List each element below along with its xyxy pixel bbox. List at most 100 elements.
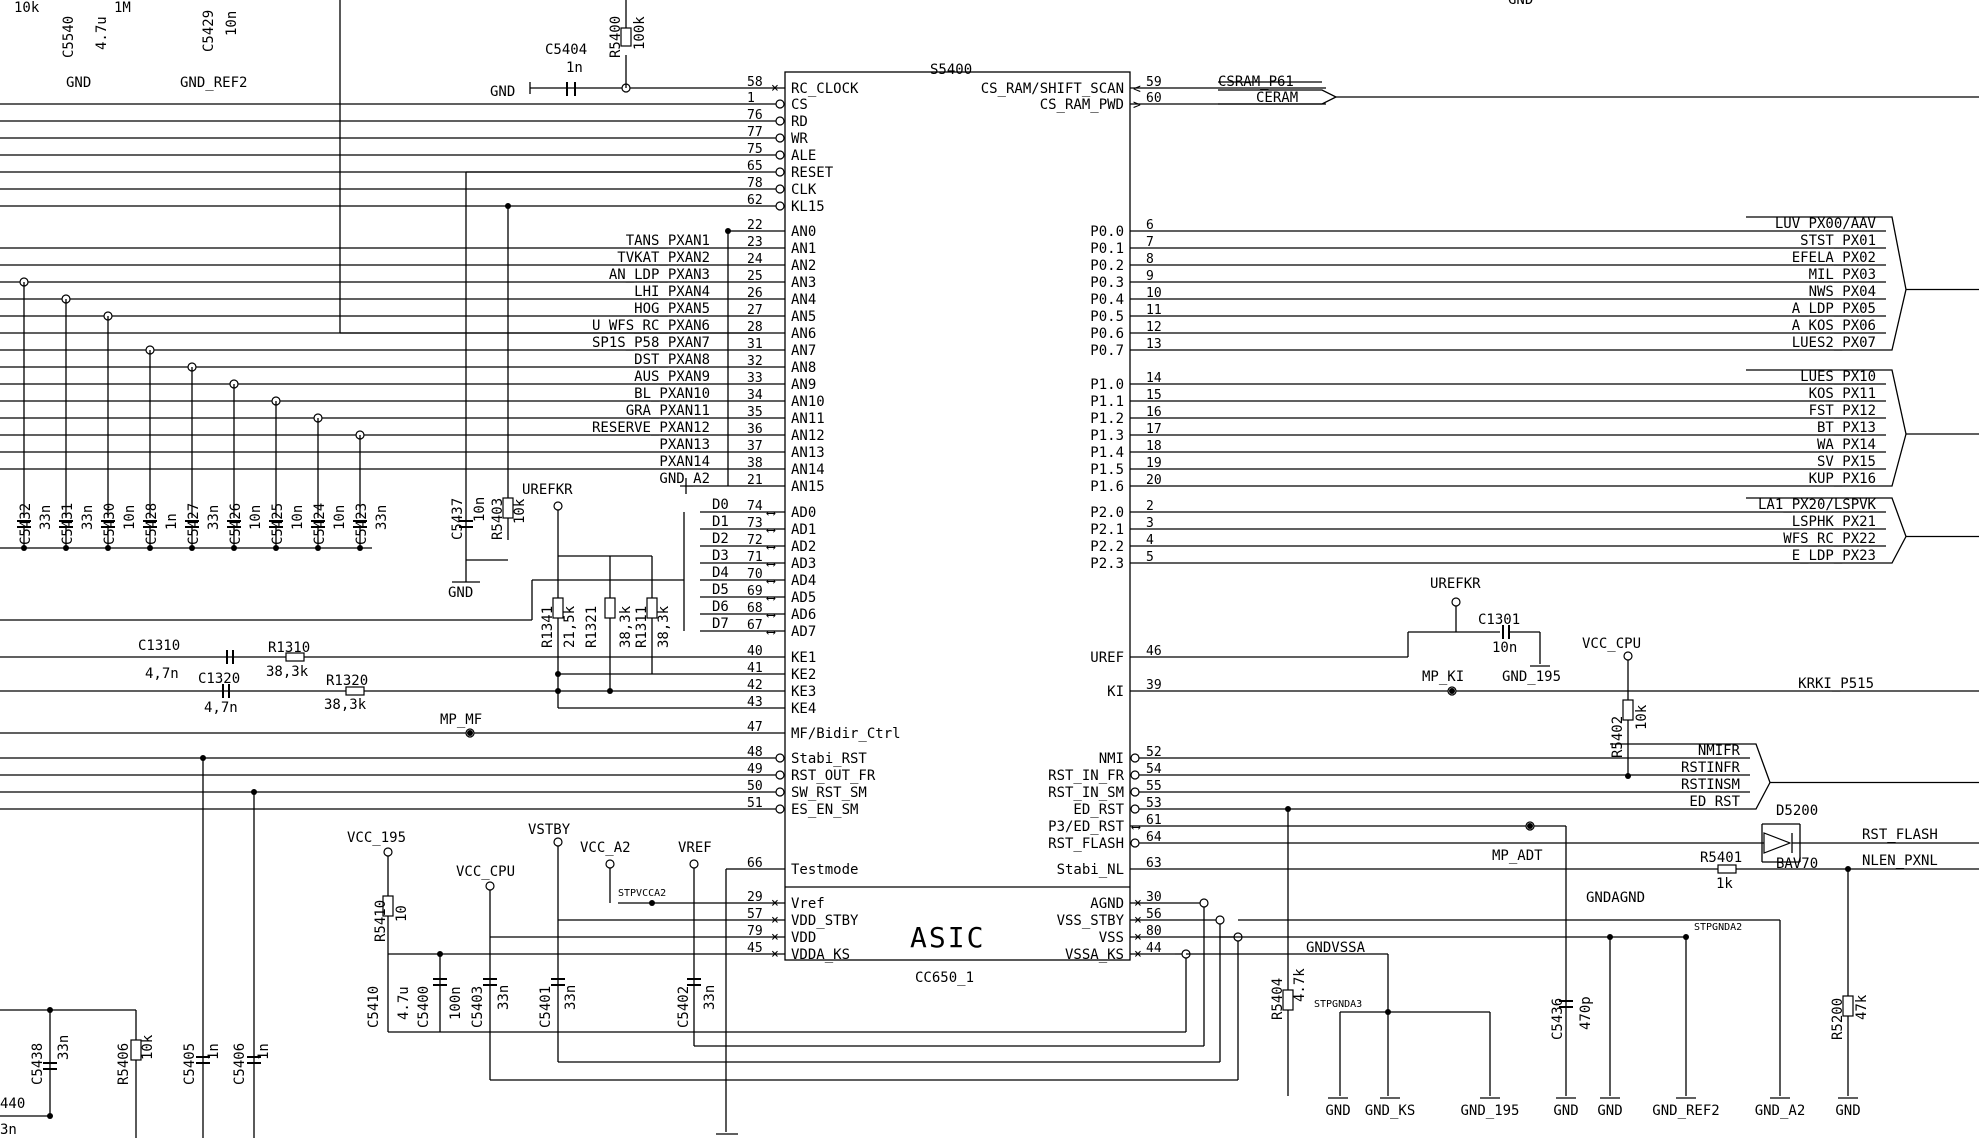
nc-mark: × <box>1134 896 1142 911</box>
kl15-dot <box>505 203 511 209</box>
left-pin-28: AN6 28 <box>740 320 816 342</box>
label-c5401: C5401 <box>538 986 554 1028</box>
ad-label: D4 <box>712 565 729 581</box>
label-r5200: R5200 <box>1830 998 1846 1040</box>
pin-name: RST_OUT_FR <box>791 768 876 784</box>
pin-number: 72 <box>747 533 763 548</box>
pin-name: AN5 <box>791 309 816 325</box>
arrow-mark: < <box>1133 82 1141 97</box>
c1301-plate <box>1508 625 1510 639</box>
pin-number: 40 <box>747 644 763 659</box>
pin-name: NMI <box>1099 751 1124 767</box>
cap-gnd-dot <box>63 545 69 551</box>
label-c5402: C5402 <box>676 986 692 1028</box>
pin-number: 65 <box>747 159 763 174</box>
pin-name: AN3 <box>791 275 816 291</box>
label-urefkr: UREFKR <box>522 482 573 498</box>
ad-label: D1 <box>712 514 729 530</box>
label-r1320: R1320 <box>326 673 368 689</box>
cap-plate <box>227 520 241 522</box>
pin-number: 54 <box>1146 762 1162 777</box>
supply-cap-plate <box>687 984 701 986</box>
pin-number: 2 <box>1146 499 1154 514</box>
label-top-1m: 1M <box>114 0 131 16</box>
vcc-cpu-term <box>485 881 495 891</box>
pin-number: 32 <box>747 354 763 369</box>
pin-name: AD7 <box>791 624 816 640</box>
cap-plate <box>17 520 31 522</box>
pin-name: AN12 <box>791 428 825 444</box>
cap-plate <box>269 526 283 528</box>
pin-name: AD1 <box>791 522 816 538</box>
pin-number: 33 <box>747 371 763 386</box>
label-c5400-v: 100n <box>448 986 464 1020</box>
pin-name: Vref <box>791 896 825 912</box>
cap-gnd-dot <box>231 545 237 551</box>
inv-bubble <box>775 804 785 814</box>
pin-number: 15 <box>1146 388 1162 403</box>
pin-name: P0.4 <box>1090 292 1124 308</box>
ground-label: GND_A2 <box>1755 1103 1806 1119</box>
pin-number: 74 <box>747 499 763 514</box>
mp-ki-dot <box>1449 688 1455 694</box>
c5437-plate <box>459 520 473 522</box>
pin-number: 24 <box>747 252 763 267</box>
cap-value: 1n <box>164 513 180 530</box>
vss-stby-ring <box>1215 915 1225 925</box>
pin-name: KL15 <box>791 199 825 215</box>
pin-number: 27 <box>747 303 763 318</box>
label-c5436: C5436 <box>1550 998 1566 1040</box>
pin-name: ES_EN_SM <box>791 802 858 818</box>
left-pin-27: AN5 27 <box>740 303 816 325</box>
r5404-body <box>1282 989 1294 1011</box>
pin-number: 59 <box>1146 75 1162 90</box>
label-r1320-v: 38,3k <box>324 697 367 713</box>
pin-name: RC_CLOCK <box>791 81 859 97</box>
c1320-plate <box>222 684 224 698</box>
pin-number: 26 <box>747 286 763 301</box>
net-csram: CSRAM_P61 <box>1218 74 1294 90</box>
label-c5410: C5410 <box>366 986 382 1028</box>
pin-name: KE3 <box>791 684 816 700</box>
label-vstby: VSTBY <box>528 822 571 838</box>
label-c5400: C5400 <box>416 986 432 1028</box>
pin-name: AN6 <box>791 326 816 342</box>
cap-plate <box>247 1062 261 1064</box>
cap-plate <box>227 526 241 528</box>
cap-ref: C5430 <box>102 503 118 545</box>
pin-number: 60 <box>1146 91 1162 106</box>
bidir-mark: ⟷ <box>766 574 776 589</box>
pin-name: AN4 <box>791 292 816 308</box>
pin-number: 63 <box>1146 856 1162 871</box>
vcc-a2-term <box>605 859 615 869</box>
pin-number: 12 <box>1146 320 1162 335</box>
bidir-mark: ⟷ <box>766 523 776 538</box>
p1-bus-label: WA_PX14 <box>1817 437 1876 453</box>
pin-name: Stabi_RST <box>791 751 867 767</box>
pin-name: CLK <box>791 182 817 198</box>
inv-bubble <box>775 787 785 797</box>
nc-mark: × <box>771 896 779 911</box>
cap-plate <box>185 526 199 528</box>
r1320-body <box>345 686 365 696</box>
pin-number: 55 <box>1146 779 1162 794</box>
dot <box>1285 806 1291 812</box>
label-r5401: R5401 <box>1700 850 1742 866</box>
c5404-plate <box>574 82 576 96</box>
mp-adt-dot <box>1527 823 1533 829</box>
pin-number: 28 <box>747 320 763 335</box>
pin-number: 68 <box>747 601 763 616</box>
agnd-ring <box>1199 898 1209 908</box>
